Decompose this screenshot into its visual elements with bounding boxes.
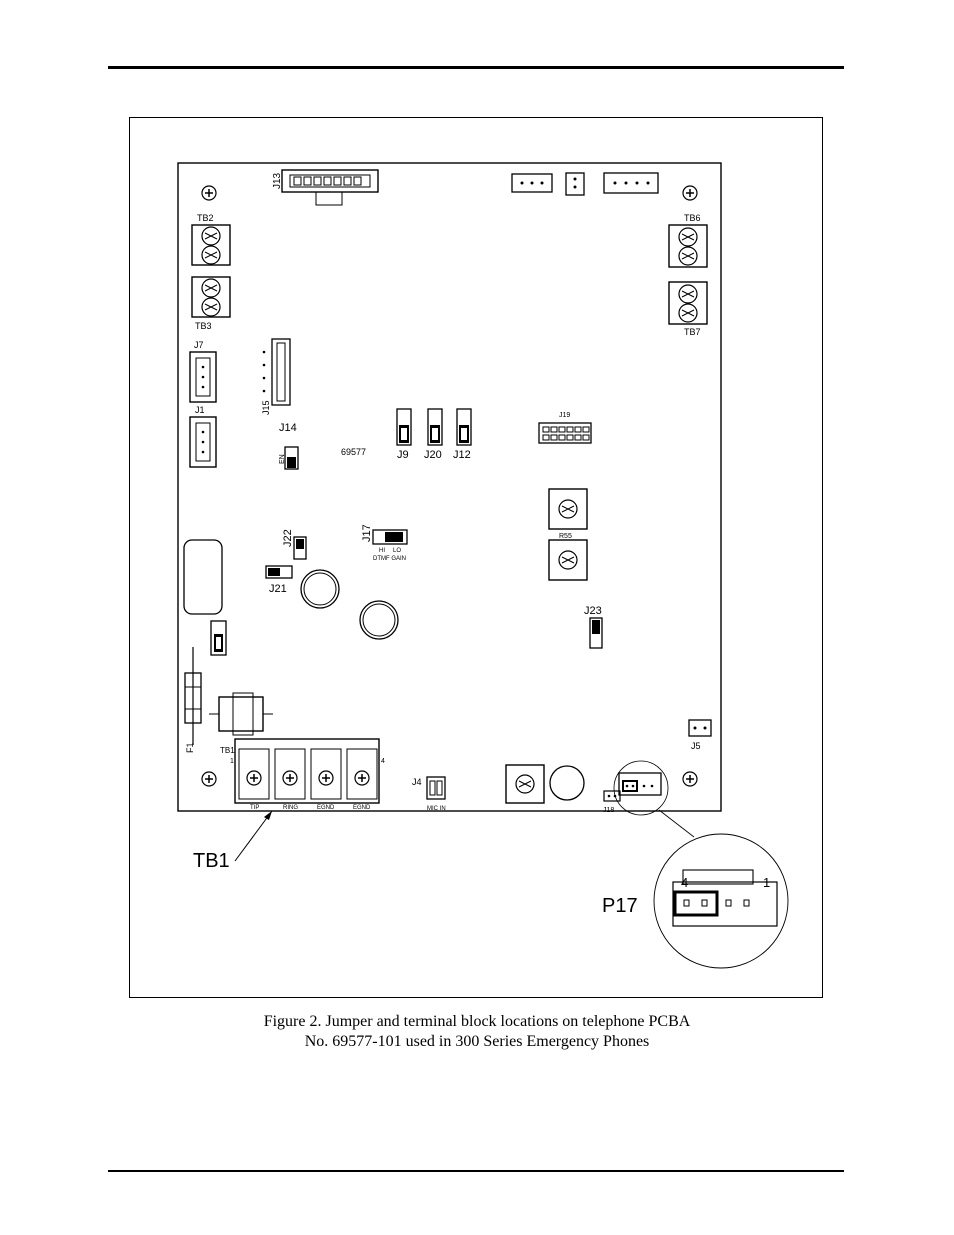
figure-caption: Figure 2. Jumper and terminal block loca…	[0, 1012, 954, 1052]
j21-jumper	[265, 565, 293, 579]
j21-label: J21	[269, 583, 287, 595]
p17-highlight-circle	[613, 760, 669, 816]
j22-label: J22	[282, 529, 294, 547]
j12-label: J12	[453, 449, 471, 461]
j18-jumper	[603, 790, 621, 802]
j10-connector	[603, 172, 659, 194]
mount-hole-top-right	[682, 185, 698, 201]
j17-label: J17	[361, 524, 373, 542]
j15-connector	[262, 338, 291, 406]
header-rule	[108, 66, 844, 69]
p17-enlarged-connector	[672, 869, 778, 927]
j22-jumper	[293, 536, 307, 560]
j13-label: J13	[272, 172, 283, 189]
mount-hole-top-left	[201, 185, 217, 201]
j9-label: J9	[397, 449, 409, 461]
ring-label: RING	[283, 805, 298, 811]
j19-connector	[538, 422, 592, 444]
tb6-label: TB6	[684, 213, 701, 223]
tb3-terminal-block	[191, 276, 231, 318]
tb1-label: TB1	[220, 746, 235, 755]
tb1-callout-label: TB1	[193, 850, 230, 872]
rcvr-vol-pot	[548, 488, 588, 530]
p17-enlarged-circle	[653, 833, 789, 969]
j13-connector	[281, 169, 379, 206]
tip-label: TIP	[250, 805, 259, 811]
j23-label: J23	[584, 605, 602, 617]
j5-jumper	[688, 719, 712, 737]
tb7-label: TB7	[684, 327, 701, 337]
j20-label: J20	[424, 449, 442, 461]
j20-jumper	[427, 408, 443, 446]
bridge-component	[209, 692, 273, 736]
capacitor-2-inner	[362, 603, 396, 637]
p17-enlarged-label: P17	[602, 895, 638, 917]
tb2-terminal-block	[191, 224, 231, 266]
mic-vol-pot	[548, 539, 588, 581]
j4-label: J4	[412, 777, 422, 787]
tb3-label: TB3	[195, 321, 212, 331]
caption-line-1: Figure 2. Jumper and terminal block loca…	[263, 1013, 691, 1030]
mount-hole-bottom-left	[201, 771, 217, 787]
crystal-component	[183, 539, 223, 615]
j1-label: J1	[195, 405, 205, 415]
f1-fuse	[184, 647, 202, 745]
j16-connector	[511, 173, 553, 193]
f1-label: F1	[185, 742, 195, 753]
j-small-connector	[565, 172, 585, 196]
j14-jumper	[284, 446, 299, 470]
tb2-label: TB2	[197, 213, 214, 223]
p17-pin1-label: 1	[763, 875, 770, 890]
j19-label: J19	[559, 412, 570, 419]
caption-line-2: No. 69577-101 used in 300 Series Emergen…	[304, 1033, 650, 1050]
board-outline	[177, 162, 722, 812]
j6-jumper	[210, 620, 227, 656]
mount-hole-bottom-right	[682, 771, 698, 787]
j23-jumper	[589, 617, 603, 649]
lo-label: LO	[393, 548, 401, 554]
tb6-terminal-block	[668, 224, 708, 268]
mic-in-label: MIC IN	[427, 806, 446, 812]
egnd-label-2: EGND	[353, 805, 371, 811]
tb1-callout-line	[234, 810, 273, 862]
spkr-vol-pot	[505, 764, 545, 804]
figure-frame	[129, 117, 823, 998]
en-label: EN	[279, 454, 286, 464]
p17-callout-line	[658, 809, 695, 838]
j18-label: J18	[603, 807, 614, 814]
hi-label: HI	[379, 548, 385, 554]
j14-label: J14	[279, 422, 297, 434]
j12-jumper	[456, 408, 472, 446]
r55-label: R55	[559, 533, 572, 540]
j17-jumper	[372, 529, 408, 545]
pcb-diagram: J13 TB2 TB3 TB6 TB7 J7	[177, 162, 789, 969]
capacitor-2	[359, 600, 399, 640]
j1-connector	[189, 416, 217, 468]
tb1-callout-arrow	[264, 811, 272, 820]
p17-pin4-label: 4	[681, 875, 688, 890]
j7-label: J7	[194, 340, 204, 350]
j4-connector	[426, 776, 446, 800]
capacitor-3	[549, 765, 585, 801]
footer-rule	[108, 1170, 844, 1172]
j5-label: J5	[691, 741, 701, 751]
j15-label: J15	[261, 400, 271, 415]
tb1-pin1-label: 1	[230, 758, 234, 765]
capacitor-1-inner	[303, 572, 337, 606]
p17-connector	[618, 772, 662, 796]
egnd-label-1: EGND	[317, 805, 335, 811]
tb1-pin4-label: 4	[381, 758, 385, 765]
j9-jumper	[396, 408, 412, 446]
capacitor-1	[300, 569, 340, 609]
dtmf-gain-label: DTMF GAIN	[373, 556, 406, 562]
j7-connector	[189, 351, 217, 403]
board-number-label: 69577	[341, 447, 366, 457]
tb1-terminal-block	[234, 738, 380, 804]
tb7-terminal-block	[668, 281, 708, 325]
